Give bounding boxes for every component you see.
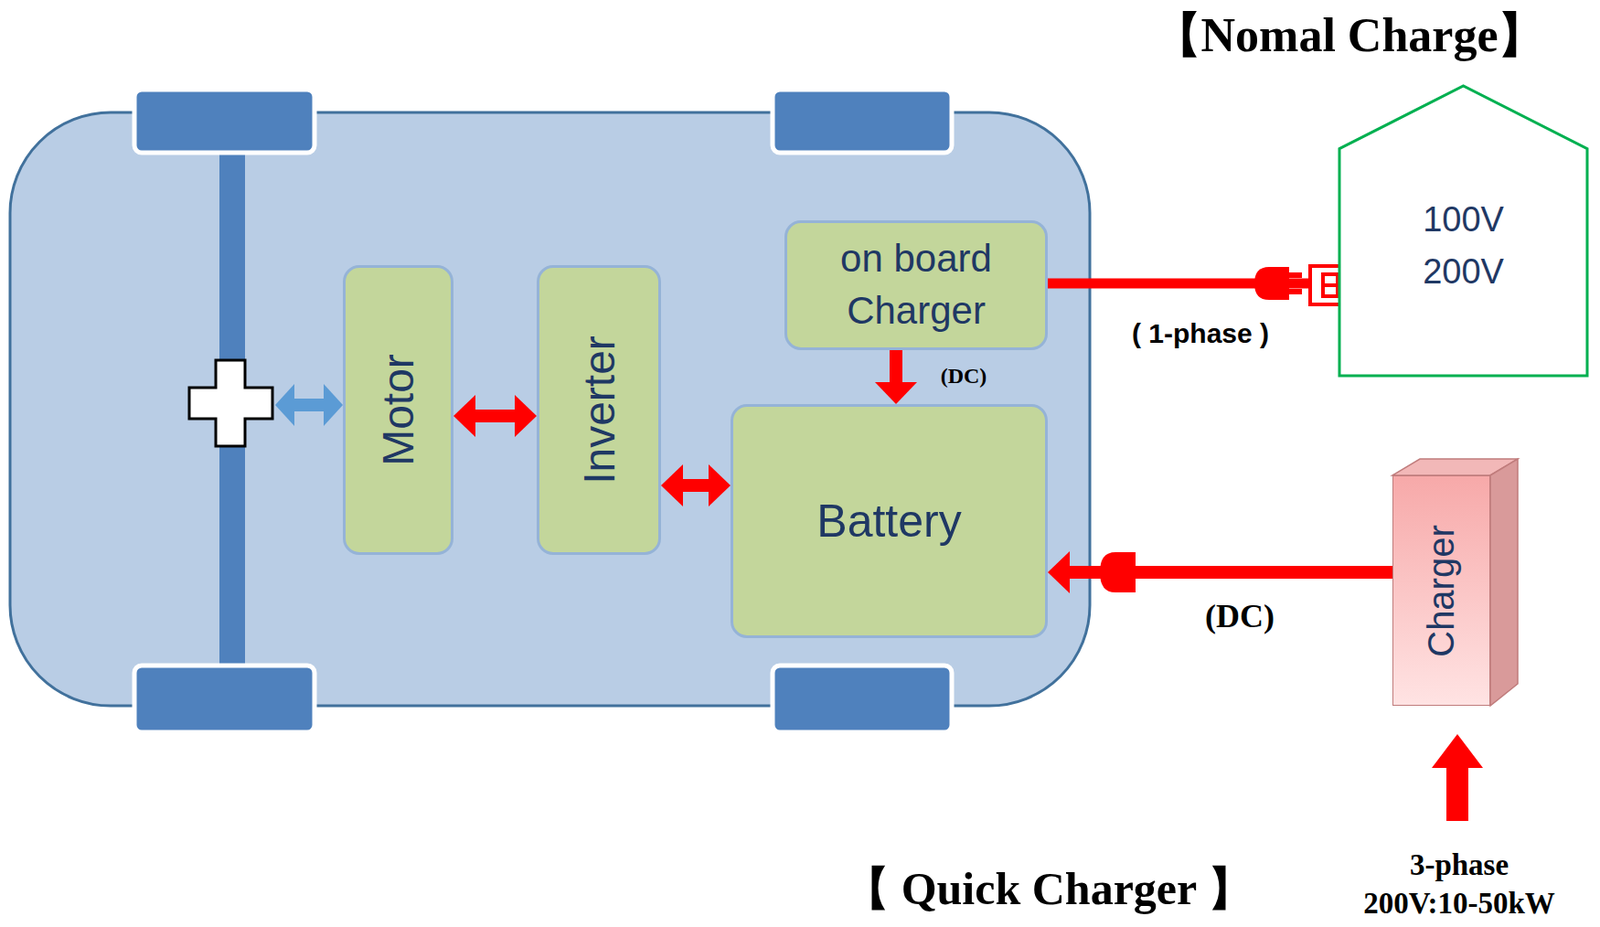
node-label: Inverter — [574, 335, 625, 485]
house: 100V200V — [1337, 84, 1590, 378]
power-flow-arrow — [475, 409, 515, 423]
car-body — [10, 112, 1090, 706]
section-title: 【Nomal Charge】 — [1153, 3, 1547, 68]
edge-label: (DC) — [1205, 597, 1275, 636]
supply-spec: 3-phase — [1409, 848, 1509, 883]
node-label: 200V — [1422, 245, 1504, 299]
node-label: Motor — [373, 353, 424, 467]
section-title: 【 Quick Charger 】 — [843, 858, 1254, 920]
quick-charger-housing — [1392, 458, 1518, 706]
power-flow-arrow — [1047, 278, 1338, 289]
power-flow-arrow — [889, 350, 903, 383]
dc-plug — [1099, 552, 1136, 593]
quick-charger-box: Charger — [1392, 475, 1491, 706]
supply-spec: 200V:10-50kW — [1363, 886, 1556, 921]
node-text: Charger — [1375, 570, 1508, 612]
ac-plug — [1254, 266, 1302, 300]
drive-arrow — [275, 384, 343, 427]
node-label: on board Charger — [802, 233, 1030, 337]
node-text: Inverter — [524, 384, 674, 436]
inverter-box: Inverter — [536, 265, 662, 555]
node-label: 100V — [1422, 193, 1504, 246]
power-input-arrow — [1431, 734, 1483, 822]
battery-box: Battery — [730, 404, 1048, 639]
node-label: Battery — [816, 494, 961, 548]
node-text: Motor — [341, 384, 455, 436]
differential-symbol — [189, 360, 273, 447]
charger-box: on board Charger — [784, 220, 1048, 350]
node-label: Charger — [1420, 524, 1462, 658]
edge-label: ( 1-phase ) — [1131, 318, 1270, 350]
motor-box: Motor — [342, 265, 454, 555]
edge-label: (DC) — [940, 363, 988, 389]
power-flow-arrow — [682, 479, 709, 492]
